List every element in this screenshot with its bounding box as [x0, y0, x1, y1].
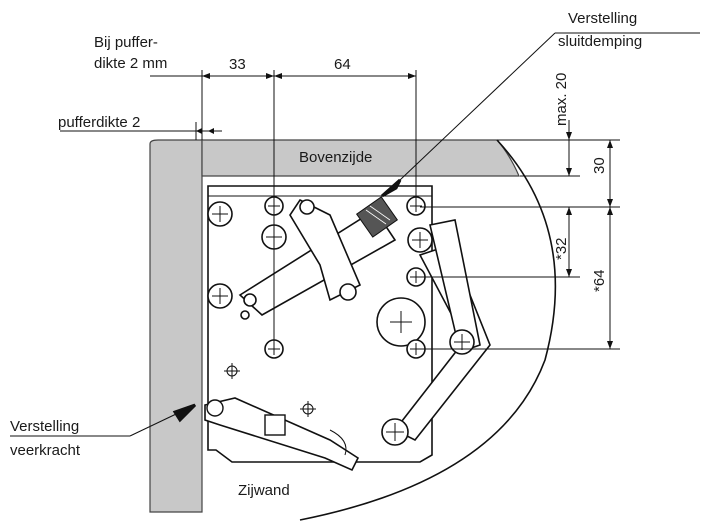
- spring-leader-arrow: [172, 403, 197, 423]
- spring-force-adjuster: [204, 397, 360, 472]
- label-spring-force-line1: Verstelling: [10, 418, 79, 435]
- dim-64-side: *64: [591, 269, 608, 292]
- dim-33: 33: [229, 56, 246, 73]
- dim-32: *32: [553, 237, 570, 260]
- center-mark-1: [224, 363, 240, 379]
- screw-14: [339, 283, 357, 301]
- dim-max-20: max. 20: [553, 73, 570, 126]
- label-buffer-thickness-line1: Bij puffer-: [94, 34, 158, 51]
- labels: Bij puffer- dikte 2 mm pufferdikte 2 Ver…: [10, 10, 642, 499]
- label-top-side: Bovenzijde: [299, 149, 372, 166]
- screw-13: [381, 418, 409, 446]
- center-mark-2: [300, 401, 316, 417]
- damping-adjuster-wheel: [355, 196, 399, 238]
- screw-15: [243, 293, 257, 307]
- side-panel: [149, 139, 203, 513]
- damping-leader-arrow: [381, 178, 402, 198]
- leader-lines: [10, 32, 700, 437]
- dim-30: 30: [591, 157, 608, 174]
- screw-1: [207, 201, 233, 227]
- label-closing-damping-line2: sluitdemping: [558, 33, 642, 50]
- label-closing-damping-line1: Verstelling: [568, 10, 637, 27]
- screw-9: [376, 297, 426, 347]
- screw-7: [407, 227, 433, 253]
- screws: [207, 196, 475, 446]
- screw-16: [240, 310, 250, 320]
- label-side-wall: Zijwand: [238, 482, 290, 499]
- label-buffer-thickness-left: pufferdikte 2: [58, 114, 140, 131]
- hinge-arm: [238, 198, 491, 442]
- screw-5: [207, 283, 233, 309]
- screw-4: [299, 199, 315, 215]
- label-buffer-thickness-line2: dikte 2 mm: [94, 55, 167, 72]
- label-spring-force-line2: veerkracht: [10, 442, 81, 459]
- dim-64-top: 64: [334, 56, 351, 73]
- dimension-lines: [60, 70, 620, 350]
- contour-arc: [299, 139, 557, 521]
- screw-12: [449, 329, 475, 355]
